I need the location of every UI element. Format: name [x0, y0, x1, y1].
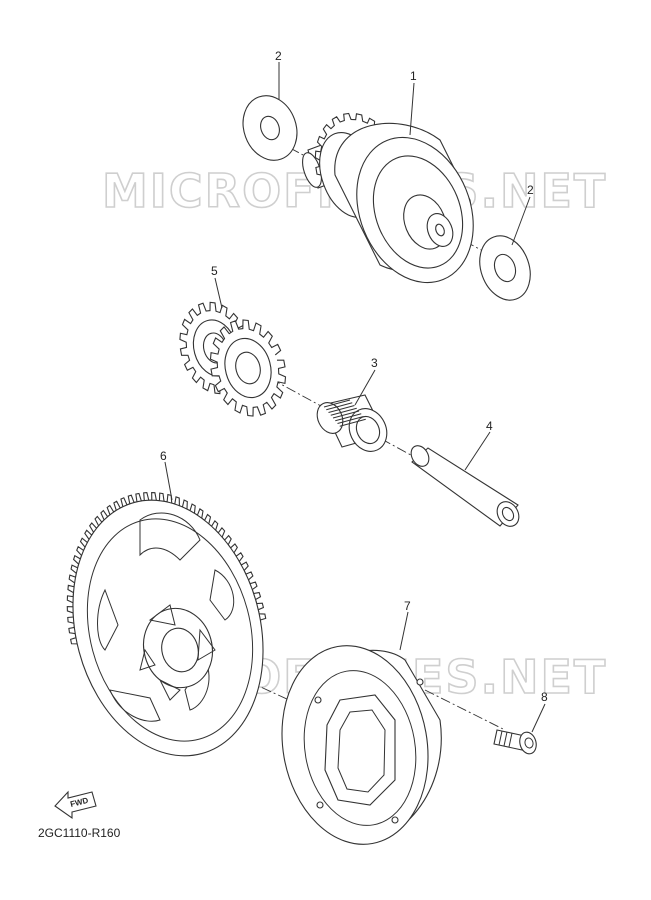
needle-roller: [328, 405, 355, 413]
washer-part-2-upper[interactable]: [234, 88, 305, 168]
callout-6: 6: [160, 449, 167, 463]
diagram-code: 2GC1110-R160: [38, 826, 121, 840]
needle-roller: [337, 416, 364, 424]
callout-4: 4: [486, 419, 493, 433]
needle-roller: [330, 407, 357, 416]
fwd-label: FWD: [69, 796, 89, 809]
washer-part-2-lower[interactable]: [471, 229, 539, 307]
callout-3: 3: [371, 356, 378, 370]
callout-7: 7: [404, 599, 411, 613]
callout-1: 1: [410, 69, 417, 83]
needle-roller: [323, 399, 351, 408]
double-gear-part-5[interactable]: [179, 301, 287, 417]
axis-line-bolt: [424, 689, 506, 731]
bolt-part-8[interactable]: [493, 729, 539, 756]
idler-gear-part-1[interactable]: [299, 112, 494, 300]
shaft-part-4[interactable]: [408, 442, 524, 530]
callout-2-lower: 2: [527, 183, 534, 197]
callout-8: 8: [541, 690, 548, 704]
needle-roller: [332, 410, 360, 419]
fwd-arrow-icon: FWD: [54, 790, 97, 820]
gear-ring: [235, 351, 261, 385]
needle-roller: [335, 413, 362, 422]
needle-roller: [326, 402, 353, 411]
wheel-gear-part-6[interactable]: [45, 479, 290, 778]
needle-roller: [339, 418, 366, 427]
one-way-clutch-part-7[interactable]: [267, 634, 444, 856]
callout-5: 5: [211, 264, 218, 278]
needle-bearing-part-3[interactable]: [312, 394, 393, 458]
leader-lines: [164, 62, 546, 733]
callout-2-upper: 2: [275, 49, 282, 63]
